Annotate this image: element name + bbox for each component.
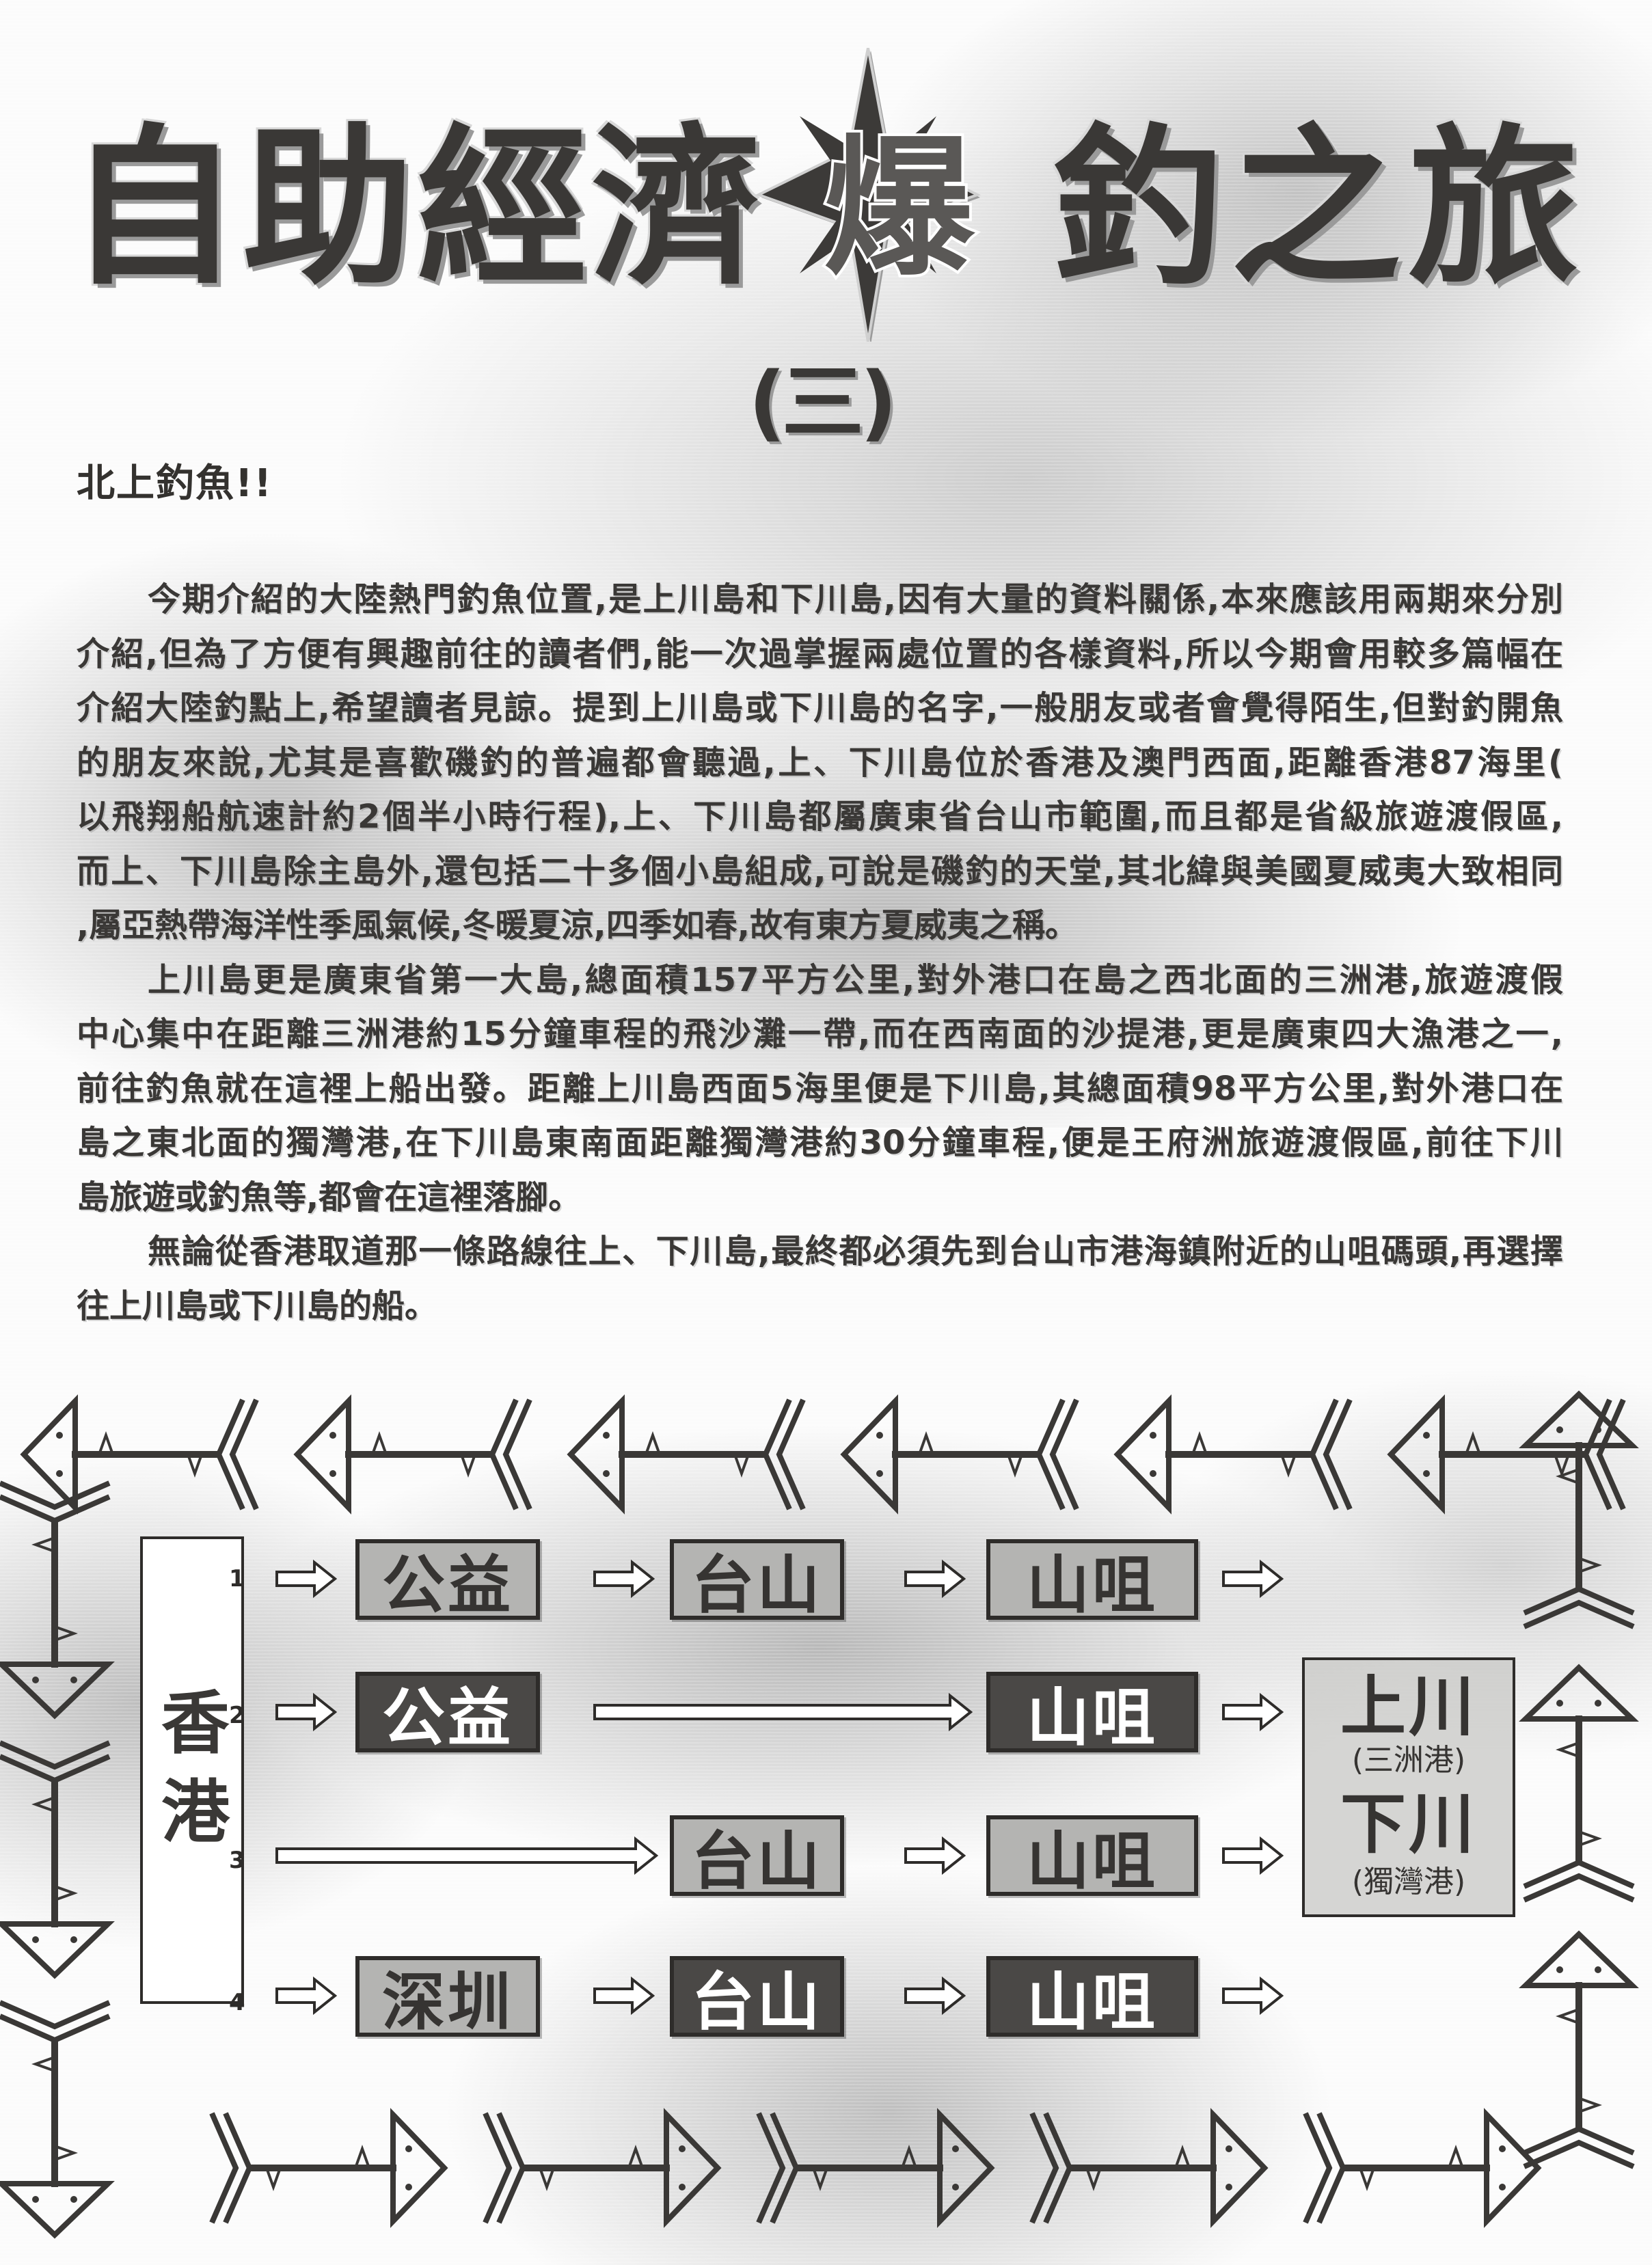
destination-port: (獨灣港): [1351, 1864, 1466, 1899]
stop-shanju: 山咀: [986, 1815, 1198, 1898]
paragraph-line: 無論從香港取道那一條路線往上、下川島,最終都必須先到台山市港海鎮附近的山咀碼頭,…: [148, 1232, 1563, 1271]
paragraph-line: 而上、下川島除主島外,還包括二十多個小島組成,可說是磯釣的天堂,其北緯與美國夏威…: [77, 852, 1563, 891]
title-char: 濟: [591, 109, 762, 308]
title-char: 經: [417, 109, 588, 308]
stop-shanju: 山咀: [986, 1956, 1198, 2039]
issue-number: (三): [748, 355, 897, 450]
starburst-icon: [755, 48, 981, 342]
paragraph-line: 以飛翔船航速計約2個半小時行程),上、下川島都屬廣東省台山市範圍,而且都是省級旅…: [77, 798, 1563, 836]
origin-char: 港: [161, 1772, 230, 1852]
stop-shanju: 山咀: [986, 1539, 1198, 1622]
paragraph-line: 島旅遊或釣魚等,都會在這裡落腳。: [77, 1178, 582, 1217]
paragraph-line: 島之東北面的獨灣港,在下川島東南面距離獨灣港約30分鐘車程,便是王府洲旅遊渡假區…: [77, 1124, 1563, 1162]
route-arrows-icon: [275, 1559, 1284, 2016]
title-char: 旅: [1408, 109, 1579, 308]
route-number: 2: [229, 1702, 245, 1729]
page-title: 自 助 經 濟 釣 之 旅: [68, 113, 1599, 304]
route-number: 3: [229, 1847, 245, 1874]
paragraph-line: 今期介紹的大陸熱門釣魚位置,是上川島和下川島,因有大量的資料關係,本來應該用兩期…: [148, 580, 1563, 619]
destination-shangchuan: 上川: [1340, 1668, 1477, 1745]
section-heading: 北上釣魚!!: [77, 461, 273, 506]
origin-char: 香: [161, 1683, 230, 1763]
stop-gongyi: 公益: [355, 1539, 540, 1622]
paragraph-line: ,屬亞熱帶海洋性季風氣候,冬暖夏涼,四季如春,故有東方夏威夷之稱。: [77, 906, 1078, 945]
stop-taishan: 台山: [670, 1815, 844, 1898]
route-diagram: 香 港 1 2 3 4: [0, 1360, 1652, 2265]
paragraph-line: 中心集中在距離三洲港約15分鐘車程的飛沙灘一帶,而在西南面的沙提港,更是廣東四大…: [77, 1015, 1563, 1053]
paragraph-line: 往上川島或下川島的船。: [77, 1286, 438, 1325]
title-char: 自: [68, 109, 239, 308]
paragraph-line: 的朋友來說,尤其是喜歡磯釣的普遍都會聽過,上、下川島位於香港及澳門西面,距離香港…: [77, 743, 1563, 782]
paragraph-line: 介紹大陸釣點上,希望讀者見諒。提到上川島或下川島的名字,一般朋友或者會覺得陌生,…: [77, 689, 1563, 727]
destination-xiachuan: 下川: [1340, 1786, 1477, 1862]
stop-taishan: 台山: [670, 1539, 844, 1622]
destination-box: 上川 (三洲港) 下川 (獨灣港): [1302, 1657, 1515, 1917]
stop-taishan: 台山: [670, 1956, 844, 2039]
origin-hong-kong-box: 香 港: [140, 1536, 244, 2004]
title-char: 之: [1230, 109, 1401, 308]
destination-port: (三洲港): [1351, 1743, 1466, 1778]
paragraph-line: 上川島更是廣東省第一大島,總面積157平方公里,對外港口在島之西北面的三洲港,旅…: [148, 960, 1563, 999]
paragraph-line: 介紹,但為了方便有興趣前往的讀者們,能一次過掌握兩處位置的各樣資料,所以今期會用…: [77, 634, 1563, 673]
stop-shanju: 山咀: [986, 1672, 1198, 1754]
title-char: 助: [243, 109, 414, 308]
stop-gongyi: 公益: [355, 1672, 540, 1754]
route-number: 4: [229, 1989, 245, 2016]
stop-shenzhen: 深圳: [355, 1956, 540, 2039]
article-body: 今期介紹的大陸熱門釣魚位置,是上川島和下川島,因有大量的資料關係,本來應該用兩期…: [77, 573, 1563, 1333]
title-starburst-char: 爆: [821, 121, 977, 296]
title-char: 釣: [1053, 109, 1223, 308]
route-number: 1: [229, 1565, 245, 1592]
paragraph-line: 前往釣魚就在這裡上船出發。距離上川島西面5海里便是下川島,其總面積98平方公里,…: [77, 1069, 1563, 1108]
